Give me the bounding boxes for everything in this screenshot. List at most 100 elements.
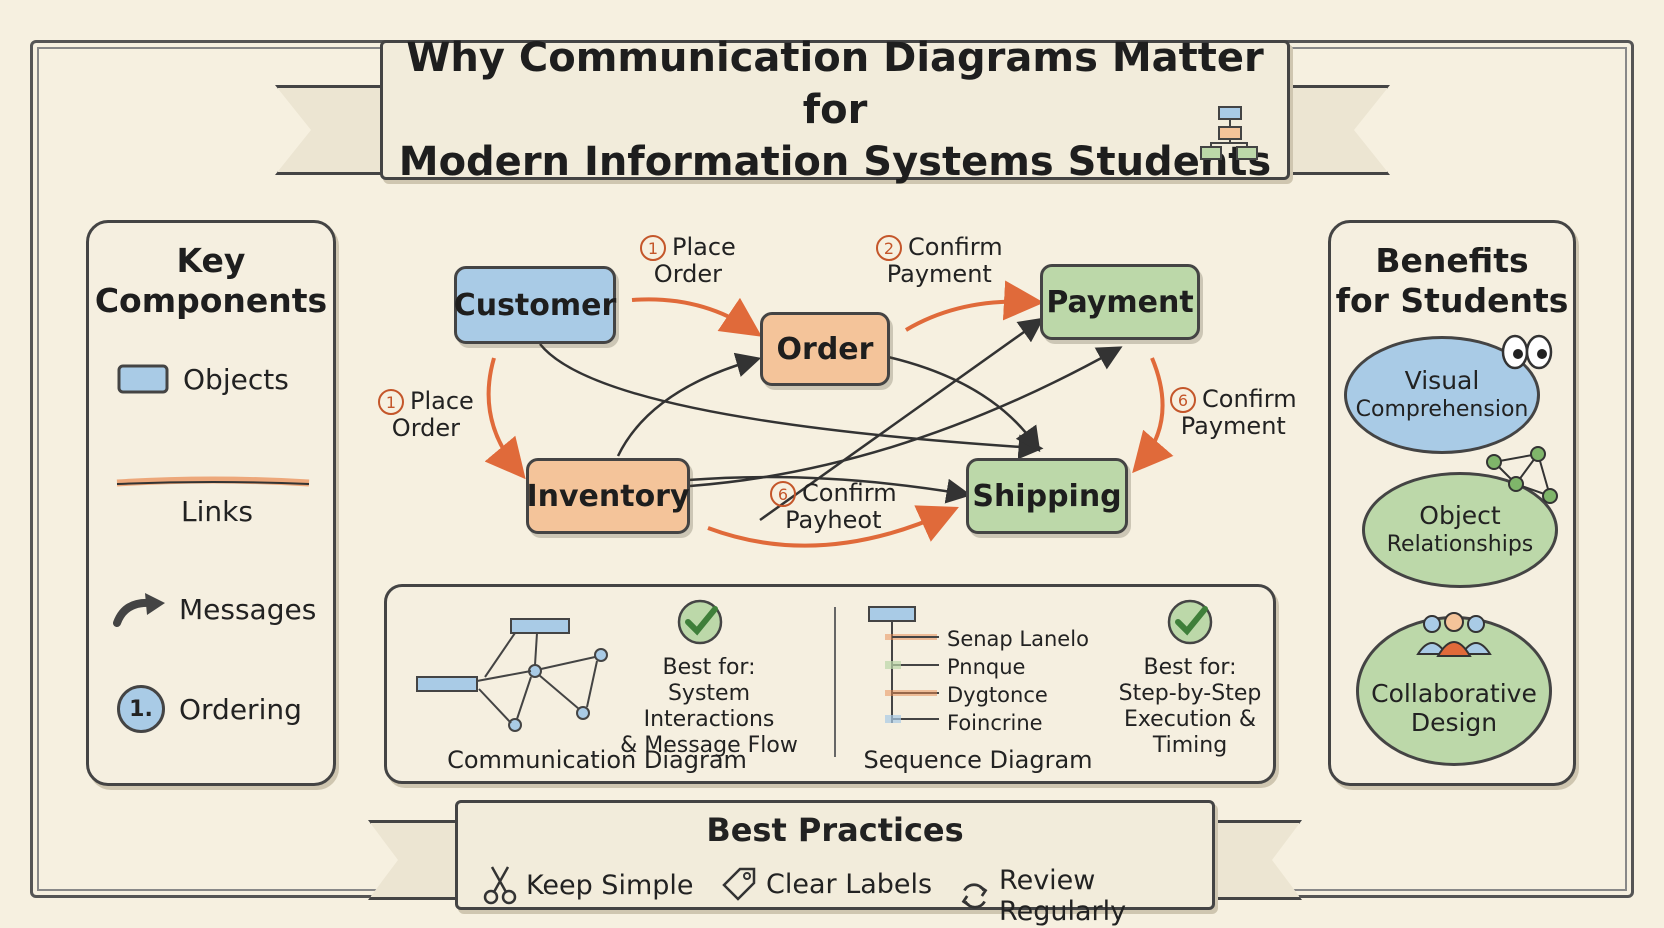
refresh-icon	[961, 883, 988, 909]
bp-ribbon-left-tail	[368, 820, 468, 900]
title-banner: Why Communication Diagrams Matter for Mo…	[380, 35, 1290, 185]
sequence-best-for-label: Best for:	[1143, 655, 1237, 680]
message-arrow-icon	[113, 593, 165, 627]
benefit-object-relationships: Object Relationships	[1362, 472, 1558, 588]
hierarchy-icon	[1200, 106, 1258, 160]
node-inventory: Inventory	[526, 458, 690, 534]
node-payment-label: Payment	[1046, 284, 1194, 320]
communication-best-for: Best for: System Interactions & Message …	[609, 655, 809, 759]
node-order-label: Order	[776, 331, 874, 367]
legend-messages: Messages	[111, 589, 316, 629]
node-inventory-label: Inventory	[526, 478, 690, 514]
benefit-2-line1: Object	[1419, 501, 1501, 530]
link-inventory-shipping	[687, 475, 972, 504]
sequence-best-for-line2: Execution &	[1123, 707, 1257, 732]
arrow-order-payment	[904, 280, 1044, 332]
link-order-shipping	[883, 354, 1041, 453]
sequence-line-4: Foincrine	[947, 711, 1043, 735]
node-payment: Payment	[1040, 264, 1200, 340]
bp-clear-labels: Clear Labels	[720, 865, 932, 903]
arrow-payment-shipping	[1132, 357, 1174, 474]
legend-messages-label: Messages	[179, 592, 317, 626]
message-4-line2: Payment	[1180, 412, 1286, 440]
communication-best-for-line1: System Interactions	[643, 681, 775, 732]
check-icon-communication	[677, 599, 723, 645]
link-line-icon	[116, 476, 310, 487]
comparison-panel: Best for: System Interactions & Message …	[384, 584, 1276, 784]
sequence-line-2: Pnnque	[947, 655, 1026, 679]
mini-communication-diagram-icon	[416, 618, 608, 732]
object-box-icon	[117, 364, 169, 393]
link-customer-shipping	[539, 343, 1044, 460]
comparison-divider	[834, 607, 836, 757]
message-2-line2: Payment	[886, 260, 992, 288]
benefits-heading-2: for Students	[1335, 281, 1569, 320]
key-components-heading-1: Key	[176, 241, 246, 280]
message-4-number: 6	[1170, 387, 1196, 413]
best-practices-banner: Best Practices Keep Simple Clear Labels …	[455, 800, 1215, 927]
arrow-customer-inventory	[484, 357, 526, 480]
title-line-1: Why Communication Diagrams Matter for	[406, 35, 1264, 133]
mini-sequence-diagram-icon	[868, 606, 939, 723]
title-line-2: Modern Information Systems Students	[398, 139, 1272, 185]
message-1-line2: Order	[653, 260, 722, 288]
message-5-line2: Payheot	[785, 506, 882, 534]
ordering-number-icon: 1.	[117, 685, 165, 733]
benefit-2-line2: Relationships	[1386, 532, 1534, 557]
message-5-line1: Confirm	[802, 479, 897, 507]
best-practices-heading: Best Practices	[706, 811, 964, 849]
key-components-heading-2: Components	[94, 281, 328, 320]
check-icon-sequence	[1167, 599, 1213, 645]
link-shipping-payment	[759, 317, 1045, 522]
tag-icon	[722, 867, 756, 901]
legend-ordering-label: Ordering	[179, 692, 302, 726]
node-customer-label: Customer	[453, 287, 617, 323]
communication-diagram-caption: Communication Diagram	[447, 746, 747, 774]
message-3-line2: Order	[391, 414, 460, 442]
legend-links: Links	[181, 495, 253, 528]
message-3-line1: Place	[410, 387, 474, 415]
node-shipping: Shipping	[966, 458, 1128, 534]
scissors-icon	[483, 866, 517, 905]
sequence-best-for: Best for: Step-by-Step Execution & Timin…	[1105, 655, 1275, 759]
communication-best-for-label: Best for:	[662, 655, 756, 680]
benefits-heading-1: Benefits	[1375, 241, 1529, 280]
ordering-number-text: 1.	[129, 696, 153, 722]
key-components-panel: Key Components Objects Links Messages 1.…	[86, 220, 336, 786]
bp-keep-simple-label: Keep Simple	[526, 869, 694, 901]
sequence-line-1: Senap Lanelo	[947, 627, 1089, 651]
message-2-line1: Confirm	[908, 233, 1003, 261]
message-2-number: 2	[876, 235, 902, 261]
message-1-number: 1	[640, 235, 666, 261]
node-customer: Customer	[454, 266, 616, 344]
legend-objects: Objects	[117, 363, 289, 396]
bp-review-regularly: Review Regularly	[958, 865, 1212, 927]
message-3-number: 1	[378, 389, 404, 415]
eyes-icon	[1501, 334, 1553, 370]
sequence-diagram-caption: Sequence Diagram	[863, 746, 1093, 774]
legend-links-label: Links	[181, 495, 253, 528]
network-icon	[1486, 446, 1558, 504]
link-inventory-payment	[689, 346, 1123, 488]
legend-objects-label: Objects	[183, 363, 289, 396]
benefit-3-line1: Collaborative	[1371, 679, 1537, 708]
benefit-3-line2: Design	[1410, 708, 1498, 737]
message-5-number: 6	[770, 481, 796, 507]
sequence-lines: Senap Lanelo Pnnque Dygtonce Foincrine	[947, 625, 1089, 737]
arrow-customer-order	[631, 297, 762, 337]
arrow-inventory-shipping	[707, 505, 959, 548]
people-icon	[1416, 612, 1492, 657]
sequence-line-3: Dygtonce	[947, 683, 1048, 707]
message-4-line1: Confirm	[1202, 385, 1297, 413]
bp-keep-simple: Keep Simple	[482, 865, 694, 905]
communication-best-for-line2: & Message Flow	[620, 733, 798, 758]
legend-ordering: 1. Ordering	[117, 685, 302, 733]
benefit-1-line2: Comprehension	[1355, 397, 1529, 422]
node-order: Order	[760, 312, 890, 386]
